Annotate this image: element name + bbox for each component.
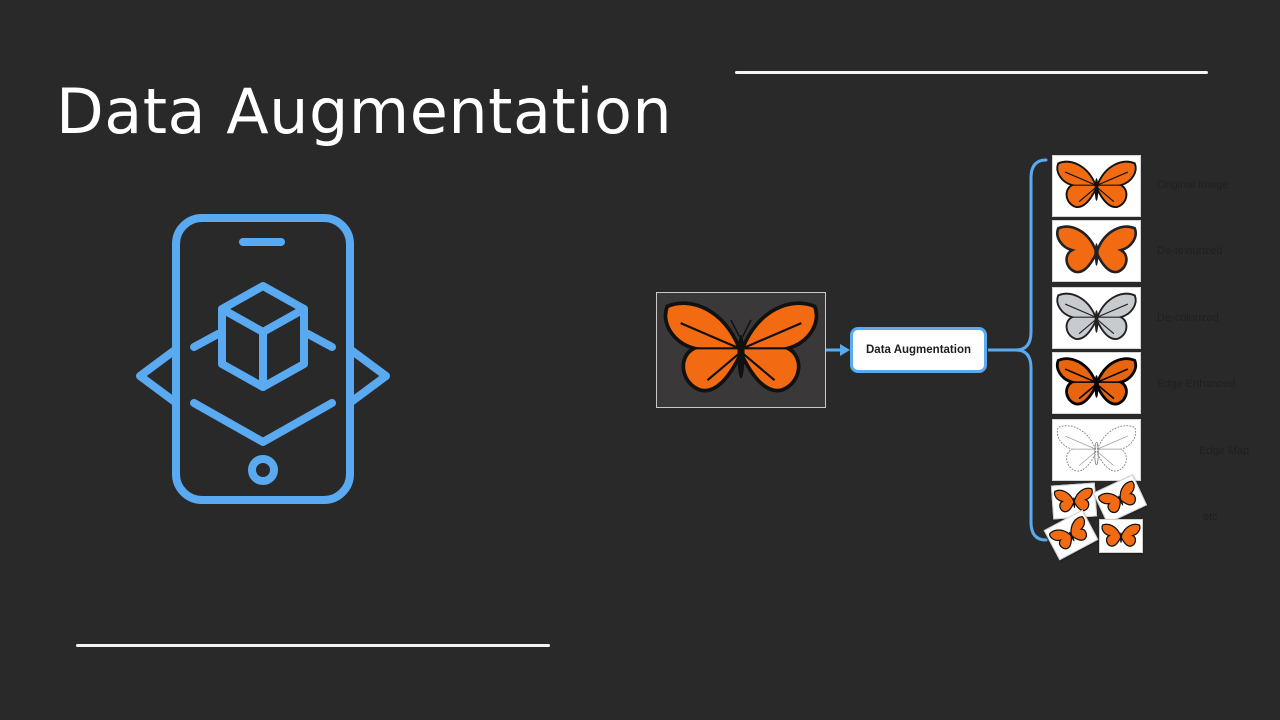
collage-image-1: [1050, 482, 1098, 520]
butterfly-icon: [1048, 516, 1088, 550]
collage-image-4: [1099, 519, 1143, 553]
output-label-decolorized: De-colorized: [1157, 312, 1219, 324]
output-label-original: Original Image: [1157, 179, 1229, 191]
slide-title: Data Augmentation: [56, 75, 673, 148]
output-tile-decolorized: [1052, 287, 1141, 349]
output-tile-original: [1052, 155, 1141, 217]
butterfly-icon: [1056, 160, 1137, 208]
data-augmentation-process-box: Data Augmentation: [850, 327, 987, 373]
phone-ar-cube-icon: [136, 214, 390, 504]
butterfly-icon: [1056, 292, 1137, 340]
output-tile-detexturized: [1052, 220, 1141, 282]
collage-image-3: [1043, 509, 1099, 561]
butterfly-icon: [1056, 425, 1137, 472]
source-butterfly-image: [656, 292, 826, 408]
top-divider-line: [735, 71, 1208, 74]
output-label-edge-map: Edge Map: [1199, 445, 1250, 457]
process-label: Data Augmentation: [866, 344, 971, 356]
butterfly-icon: [1097, 480, 1137, 514]
output-tile-edge-enhanced: [1052, 352, 1141, 414]
bottom-divider-line: [76, 644, 550, 647]
butterfly-icon: [1055, 357, 1138, 406]
butterfly-icon: [663, 301, 819, 393]
butterfly-icon: [1053, 487, 1093, 513]
butterfly-icon: [1101, 523, 1141, 547]
collage-image-2: [1092, 474, 1148, 524]
butterfly-icon: [1056, 225, 1137, 274]
output-label-detexturized: De-texturized: [1157, 245, 1223, 257]
output-label-etc: etc: [1203, 511, 1218, 523]
output-label-edge-enhanced: Edge Enhanced: [1157, 378, 1236, 390]
output-tile-edge-map: [1052, 419, 1141, 481]
